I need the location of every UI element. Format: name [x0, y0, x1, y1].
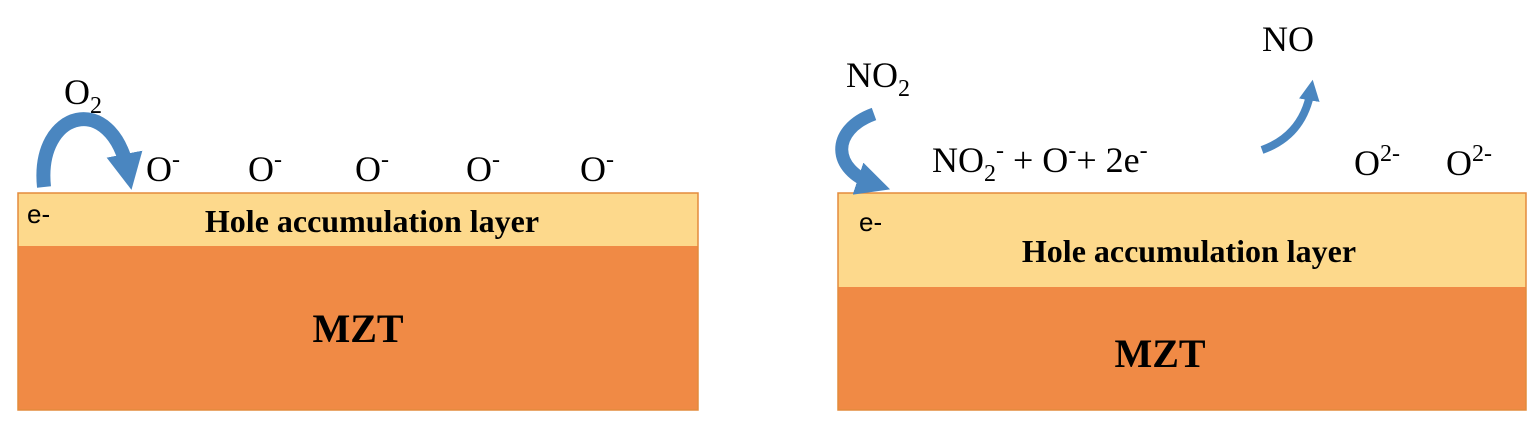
left-adsorption-arrow — [36, 112, 143, 190]
left-ion-5: O- — [580, 147, 614, 189]
left-substrate-label: MZT — [312, 306, 403, 351]
right-desorption-arrow — [1260, 79, 1320, 154]
left-mzt-substrate — [18, 246, 698, 410]
left-panel-border — [17, 192, 699, 411]
right-reaction-equation: NO2- + O-+ 2e- — [932, 138, 1148, 187]
left-hole-layer-label: Hole accumulation layer — [205, 203, 539, 239]
left-ion-4: O- — [466, 147, 500, 189]
right-ion-2: O2- — [1446, 141, 1492, 183]
right-substrate-label: MZT — [1114, 331, 1205, 376]
left-ion-1: O- — [146, 147, 180, 189]
right-hole-accumulation-layer — [838, 193, 1526, 287]
right-hole-layer-label: Hole accumulation layer — [1022, 233, 1356, 269]
right-panel: e- Hole accumulation layer MZT NO2 NO2- … — [835, 19, 1527, 411]
left-ion-2: O- — [248, 147, 282, 189]
left-electron-label: e- — [27, 199, 50, 229]
right-no-molecule: NO — [1262, 19, 1314, 59]
right-electron-label: e- — [859, 207, 882, 237]
right-panel-border — [837, 192, 1527, 411]
left-oxygen-molecule: O2 — [64, 72, 102, 119]
left-hole-accumulation-layer — [18, 193, 698, 246]
right-no2-molecule: NO2 — [846, 55, 910, 102]
left-panel: e- Hole accumulation layer MZT O2 O- O- … — [17, 72, 699, 411]
right-adsorption-arrow — [835, 107, 891, 195]
left-ion-3: O- — [355, 147, 389, 189]
right-ion-1: O2- — [1354, 141, 1400, 183]
right-mzt-substrate — [838, 287, 1526, 410]
